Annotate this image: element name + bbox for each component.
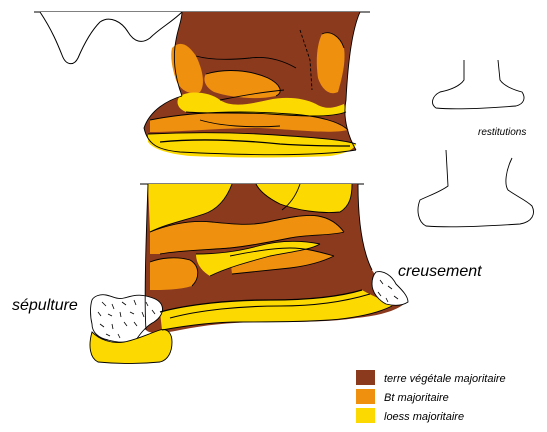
creusement-label: creusement <box>398 263 482 280</box>
upper-profile <box>34 12 370 158</box>
legend-label-topsoil: terre végétale majoritaire <box>384 373 506 385</box>
legend-swatch-topsoil <box>356 370 375 385</box>
upper-void-outline <box>40 12 182 64</box>
legend-item-topsoil: terre végétale majoritaire <box>356 370 506 385</box>
lower-bt-left-tongue <box>150 258 198 290</box>
legend-label-bt: Bt majoritaire <box>384 392 449 404</box>
lower-profile <box>90 184 408 364</box>
legend-item-bt: Bt majoritaire <box>356 389 449 404</box>
legend-item-loess: loess majoritaire <box>356 408 464 423</box>
restitution-upper <box>433 60 524 109</box>
sepulture-label: sépulture <box>12 297 78 314</box>
restitution-lower <box>418 150 534 227</box>
legend-label-loess: loess majoritaire <box>384 411 464 423</box>
restitutions-label: restitutions <box>478 127 526 138</box>
restitution-sketches <box>418 60 534 227</box>
legend: terre végétale majoritaire Bt majoritair… <box>356 370 506 423</box>
legend-swatch-loess <box>356 408 375 423</box>
legend-swatch-bt <box>356 389 375 404</box>
